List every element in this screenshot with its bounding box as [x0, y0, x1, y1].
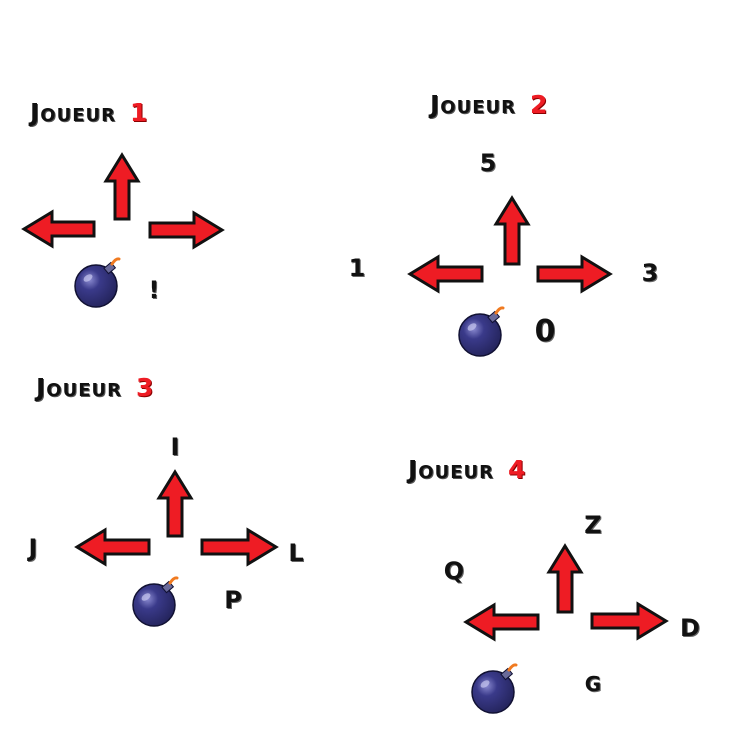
bomb-icon	[74, 257, 121, 308]
arrow-right-icon	[148, 210, 225, 250]
arrow-left-icon	[74, 527, 151, 567]
bomb-fuse	[110, 257, 121, 266]
arrow-right-icon	[536, 254, 613, 294]
arrow-right-icon	[590, 601, 669, 641]
key-right: L	[288, 539, 304, 567]
bomb-icon	[471, 663, 518, 714]
key-up: I	[170, 433, 180, 461]
key-up: 5	[479, 149, 497, 177]
bomb-shine	[467, 323, 477, 331]
player-title-label: Joueur	[430, 90, 516, 119]
key-bomb: P	[224, 586, 242, 614]
key-right: 3	[641, 259, 659, 287]
bomb-icon	[458, 306, 505, 357]
bomb-body	[458, 313, 502, 357]
key-left: J	[28, 534, 38, 562]
player-2-title: Joueur 2	[430, 90, 548, 119]
player-1-title: Joueur 1	[30, 98, 148, 127]
arrow-right-icon	[200, 527, 279, 567]
player-title-label: Joueur	[30, 98, 116, 127]
bomb-shine	[480, 680, 490, 688]
player-number: 2	[530, 90, 549, 119]
key-left: 1	[348, 254, 366, 282]
key-left: Q	[443, 557, 465, 585]
bomb-fuse	[168, 576, 179, 585]
key-up: Z	[584, 511, 602, 539]
player-3-title: Joueur 3	[36, 373, 154, 402]
arrow-up-icon	[103, 152, 141, 221]
player-title-label: Joueur	[36, 373, 122, 402]
bomb-body	[132, 583, 176, 627]
arrow-up-icon	[546, 543, 584, 614]
arrow-left-icon	[463, 602, 540, 642]
arrow-left-icon	[21, 209, 96, 249]
bomb-body	[471, 670, 515, 714]
bomb-fuse	[507, 663, 518, 672]
player-number: 1	[130, 98, 149, 127]
key-bomb: !	[148, 276, 160, 304]
bomb-fuse	[494, 306, 505, 315]
player-number: 4	[508, 455, 527, 484]
bomb-shine	[141, 593, 151, 601]
player-4-title: Joueur 4	[408, 455, 526, 484]
arrow-left-icon	[407, 254, 484, 294]
player-number: 3	[136, 373, 155, 402]
player-title-label: Joueur	[408, 455, 494, 484]
bomb-body	[74, 264, 118, 308]
bomb-shine	[83, 274, 93, 282]
arrow-up-icon	[493, 195, 531, 266]
key-bomb: G	[584, 672, 602, 696]
key-right: D	[680, 614, 700, 642]
key-bomb: 0	[534, 314, 556, 349]
bomb-icon	[132, 576, 179, 627]
arrow-up-icon	[156, 469, 194, 538]
